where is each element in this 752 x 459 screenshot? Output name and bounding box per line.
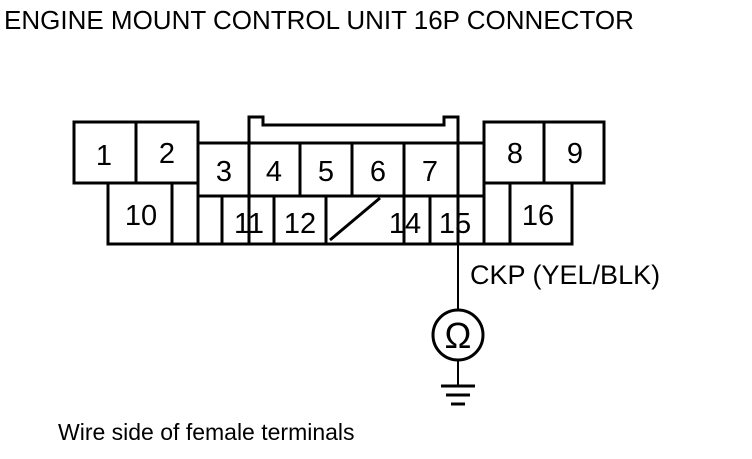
pin-8-label: 8 [507, 138, 523, 170]
unused-cavity-13-slash [329, 196, 381, 242]
pin-11-label: 11 [234, 208, 264, 240]
pin-2-label: 2 [159, 138, 175, 170]
ohm-symbol: Ω [445, 315, 472, 356]
pin-6-label: 6 [370, 156, 386, 188]
ground-icon [441, 384, 475, 406]
diagram-caption: Wire side of female terminals [58, 419, 355, 445]
ohmmeter-icon: Ω [431, 308, 485, 362]
pin-16-label: 16 [522, 200, 554, 232]
pin-12-label: 12 [284, 208, 316, 240]
pin-labels: 1 2 3 4 5 6 7 8 9 10 11 12 14 15 16 [96, 138, 583, 240]
pin-1-label: 1 [96, 140, 112, 172]
pin-9-label: 9 [567, 138, 583, 170]
diagram-title: ENGINE MOUNT CONTROL UNIT 16P CONNECTOR [4, 5, 634, 35]
pin-3-label: 3 [216, 156, 232, 188]
connector-grid [74, 122, 604, 244]
wire-label: CKP (YEL/BLK) [470, 260, 660, 290]
pin-5-label: 5 [318, 156, 334, 188]
pin-4-label: 4 [266, 156, 282, 188]
pin-10-label: 10 [125, 200, 157, 232]
pin-15-label: 15 [439, 208, 471, 240]
pin-14-label: 14 [389, 208, 421, 240]
pin-7-label: 7 [422, 156, 438, 188]
